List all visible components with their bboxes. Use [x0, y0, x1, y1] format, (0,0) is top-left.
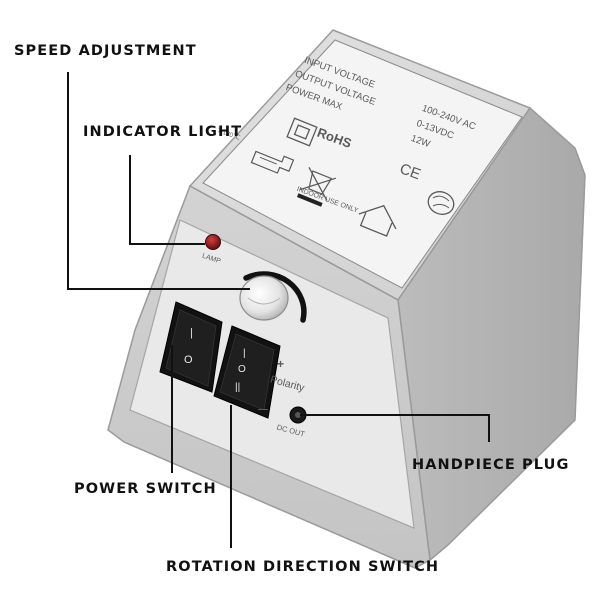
- indicator-leader-line: [129, 155, 205, 245]
- knob-ridge: [247, 297, 281, 305]
- fuse-symbol-icon: [250, 150, 295, 174]
- polarity-plus: +: [277, 357, 284, 371]
- dc-out-pin: [295, 412, 301, 418]
- power-switch-rocker: [165, 309, 217, 387]
- indicator-lamp: [205, 234, 221, 250]
- double-insulation-icon: [286, 117, 318, 147]
- ce-mark: CE: [397, 160, 422, 183]
- polarity-minus: —: [258, 404, 268, 415]
- rotation-switch-top-mark: |: [243, 348, 246, 359]
- callout-indicator-light: INDICATOR LIGHT: [83, 124, 242, 140]
- speed-knob[interactable]: [239, 275, 289, 321]
- housing-side-face: [397, 106, 586, 562]
- handpiece-leader-line: [300, 414, 490, 442]
- speed-leader-line: [67, 72, 250, 290]
- rotation-switch-bottom-mark: ||: [235, 382, 240, 393]
- callout-rotation-direction-switch: ROTATION DIRECTION SWITCH: [166, 559, 439, 575]
- callout-handpiece-plug: HANDPIECE PLUG: [412, 457, 569, 473]
- spec-label-plate: [202, 39, 523, 289]
- callout-speed-adjustment: SPEED ADJUSTMENT: [14, 43, 197, 59]
- callout-power-switch: POWER SWITCH: [74, 481, 217, 497]
- knob-dial-arc: [243, 271, 307, 323]
- weee-bin-icon: [296, 167, 337, 207]
- ce-circle-icon: [427, 191, 455, 215]
- power-switch-off-mark: O: [184, 354, 193, 366]
- indoor-house-icon: [358, 204, 397, 237]
- power-switch-on-mark: |: [190, 327, 193, 339]
- rotation-switch-rocker: [219, 333, 275, 411]
- rotation-switch-mid-mark: O: [238, 364, 246, 375]
